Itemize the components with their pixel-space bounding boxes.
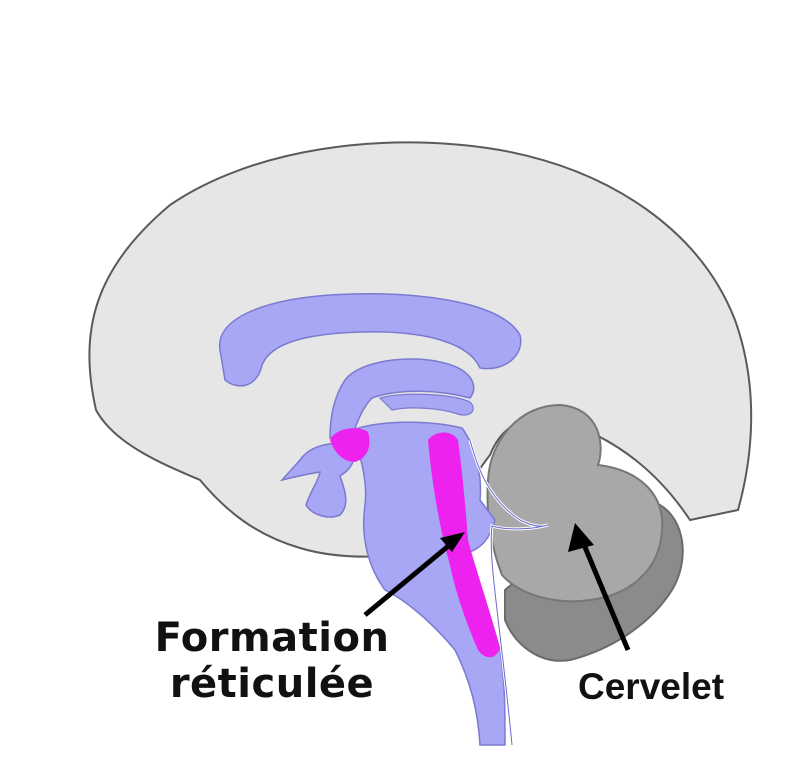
label-cervelet: Cervelet	[578, 666, 725, 707]
lateral-ventricle	[218, 293, 522, 387]
third-ventricle	[329, 358, 475, 441]
reticular-formation-arrowhead	[440, 532, 465, 552]
reticular-formation-arrow-line	[363, 541, 454, 617]
reticular-formation-upper	[330, 428, 370, 462]
label-formation-line2: réticulée	[169, 661, 375, 707]
label-formation-line1: Formation	[154, 615, 390, 661]
cervelet-arrowhead	[568, 523, 594, 552]
reticular-formation	[428, 432, 500, 658]
fornix-loop	[378, 393, 474, 416]
label-formation-reticulee: Formation réticulée	[152, 618, 392, 710]
fourth-ventricle-outline	[469, 439, 549, 746]
cerebellum	[486, 403, 664, 603]
cervelet-arrow-line	[579, 539, 631, 651]
cerebrum	[88, 141, 753, 558]
